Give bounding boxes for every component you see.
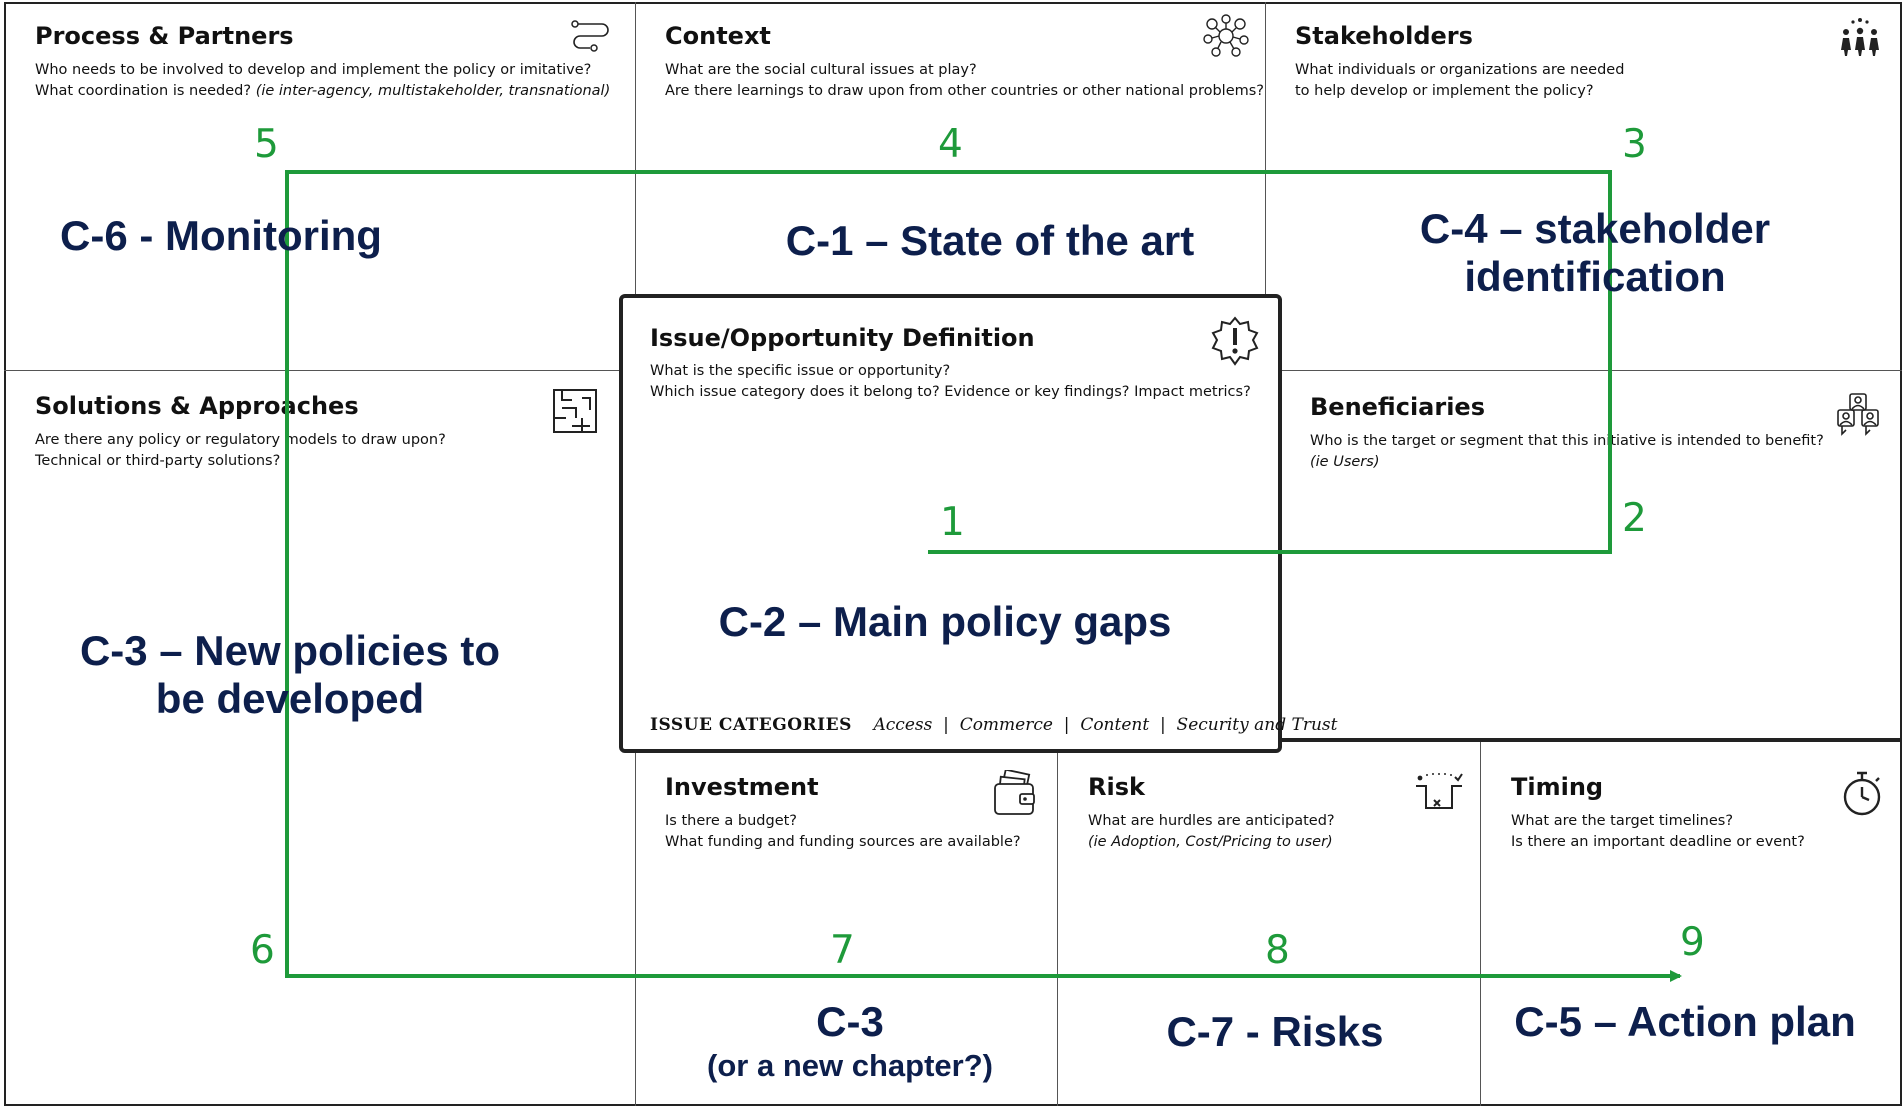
- issue-categories-label: ISSUE CATEGORIES: [650, 715, 852, 735]
- issue-definition-question: What is the specific issue or opportunit…: [650, 363, 951, 379]
- beneficiaries-question-note: (ie Users): [1310, 454, 1380, 470]
- chapter-label-c4: C-4 – stakeholder identification: [1380, 205, 1810, 301]
- canvas-frame: [4, 2, 1902, 1106]
- wallet-icon: [994, 770, 1035, 815]
- investment-question: What funding and funding sources are ava…: [665, 834, 1021, 850]
- grid-divider: [1280, 738, 1902, 742]
- step-number: 4: [938, 122, 963, 167]
- grid-divider: [635, 2, 636, 370]
- timing-question: Is there an important deadline or event?: [1511, 834, 1805, 850]
- grid-divider: [1057, 742, 1058, 1106]
- process-partners-question: Who needs to be involved to develop and …: [35, 62, 592, 78]
- step-number: 9: [1680, 920, 1705, 965]
- beneficiaries-title: Beneficiaries: [1310, 393, 1485, 421]
- solutions-approaches-title: Solutions & Approaches: [35, 392, 359, 420]
- chapter-label-c3-line: be developed: [155, 675, 425, 722]
- hurdle-icon: [1416, 773, 1463, 809]
- beneficiaries-question: Who is the target or segment that this i…: [1310, 433, 1824, 449]
- chapter-label-c5: C-5 – Action plan: [1514, 998, 1856, 1045]
- process-partners-question-text: What coordination is needed?: [35, 83, 252, 99]
- process-partners-title: Process & Partners: [35, 22, 294, 50]
- issue-category-separator: |: [1160, 715, 1166, 735]
- people-group-icon: [1841, 18, 1879, 56]
- maze-icon: [553, 389, 597, 433]
- chapter-label-c2: C-2 – Main policy gaps: [718, 598, 1172, 645]
- step-number: 8: [1265, 928, 1290, 973]
- chapter-label-c3: C-3 – New policies to be developed: [40, 627, 540, 723]
- chapter-label-c4-line: identification: [1464, 253, 1726, 300]
- risk-question: What are hurdles are anticipated?: [1088, 813, 1335, 829]
- chapter-label-c3-alt-line: (or a new chapter?): [707, 1048, 993, 1083]
- stakeholders-question: to help develop or implement the policy?: [1295, 83, 1594, 99]
- chapter-label-c7: C-7 - Risks: [1166, 1008, 1384, 1055]
- network-icon: [1203, 14, 1249, 57]
- risk-question: (ie Adoption, Cost/Pricing to user): [1088, 832, 1333, 853]
- issue-category: Commerce: [959, 715, 1053, 735]
- chapter-label-c6: C-6 - Monitoring: [60, 212, 382, 259]
- investment-question: Is there a budget?: [665, 813, 798, 829]
- issue-category: Access: [873, 715, 933, 735]
- stopwatch-icon: [1843, 771, 1881, 816]
- grid-divider: [1265, 2, 1266, 370]
- chapter-label-c4-line: C-4 – stakeholder: [1419, 205, 1771, 252]
- grid-divider: [4, 370, 622, 371]
- grid-divider: [1281, 370, 1902, 371]
- chapter-label-c3-alt-line: C-3: [816, 998, 884, 1045]
- stakeholders-title: Stakeholders: [1295, 22, 1473, 50]
- chapter-label-c3-alt: C-3 (or a new chapter?): [660, 998, 1040, 1086]
- context-question: What are the social cultural issues at p…: [665, 62, 977, 78]
- step-number: 5: [254, 122, 279, 167]
- path-line: [285, 170, 1682, 982]
- process-partners-question: What coordination is needed? (ie inter-a…: [35, 81, 610, 102]
- context-title: Context: [665, 22, 771, 50]
- risk-question-note: (ie Adoption, Cost/Pricing to user): [1088, 834, 1333, 850]
- timing-title: Timing: [1511, 773, 1604, 801]
- chapter-label-c1: C-1 – State of the art: [785, 217, 1195, 264]
- users-icon: [1837, 393, 1879, 436]
- chapter-label-c3-line: C-3 – New policies to: [79, 627, 501, 674]
- issue-definition-box: [619, 294, 1282, 753]
- timing-question: What are the target timelines?: [1511, 813, 1734, 829]
- solutions-approaches-question: Technical or third-party solutions?: [35, 453, 281, 469]
- step-number: 3: [1622, 122, 1647, 167]
- issue-definition-title: Issue/Opportunity Definition: [650, 324, 1035, 352]
- beneficiaries-question: (ie Users): [1310, 452, 1379, 473]
- alert-badge-icon: [1211, 316, 1259, 366]
- process-partners-question-note: (ie inter-agency, multistakeholder, tran…: [255, 83, 611, 99]
- stakeholders-question: What individuals or organizations are ne…: [1295, 62, 1625, 78]
- issue-category-separator: |: [1063, 715, 1070, 735]
- step-number: 6: [250, 928, 275, 973]
- issue-categories: ISSUE CATEGORIES Access | Commerce | Con…: [650, 715, 1337, 735]
- route-icon: [571, 20, 609, 52]
- issue-definition-question: Which issue category does it belong to? …: [650, 384, 1251, 400]
- step-number: 2: [1622, 496, 1647, 541]
- risk-title: Risk: [1088, 773, 1145, 801]
- issue-category: Content: [1080, 715, 1150, 735]
- grid-divider: [1480, 742, 1481, 1106]
- context-question: Are there learnings to draw upon from ot…: [665, 83, 1265, 99]
- issue-category: Security and Trust: [1176, 715, 1338, 735]
- grid-divider: [635, 752, 636, 1106]
- step-number: 1: [940, 500, 965, 545]
- investment-title: Investment: [665, 773, 819, 801]
- solutions-approaches-question: Are there any policy or regulatory model…: [35, 432, 446, 448]
- issue-category-separator: |: [943, 715, 949, 735]
- step-number: 7: [830, 928, 855, 973]
